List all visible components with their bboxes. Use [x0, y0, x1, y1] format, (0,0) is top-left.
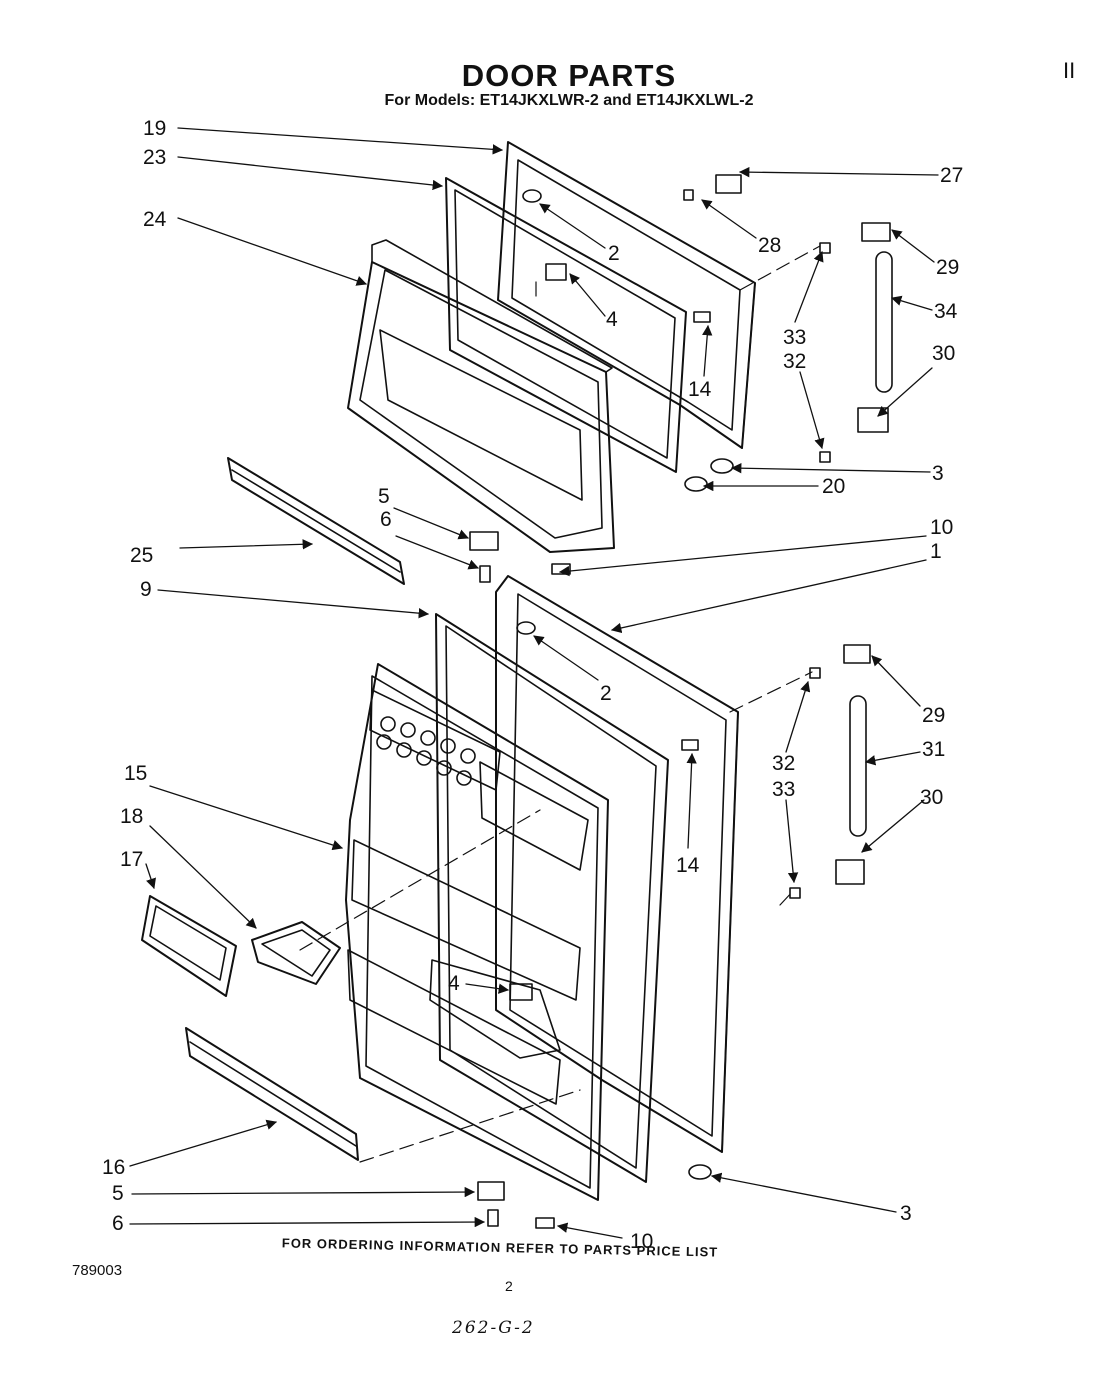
- callout-28: 28: [758, 234, 781, 257]
- callout-34: 34: [934, 300, 958, 323]
- callout-23: 23: [143, 146, 166, 169]
- callout-32: 32: [783, 350, 806, 373]
- callout-15: 15: [124, 762, 147, 785]
- callout-27: 27: [940, 164, 963, 187]
- callout-10b: 10: [630, 1230, 653, 1253]
- callout-30: 30: [932, 342, 955, 365]
- callout-9: 9: [140, 578, 152, 601]
- callout-14b: 14: [676, 854, 700, 877]
- callout-2b: 2: [600, 682, 612, 705]
- callout-17: 17: [120, 848, 143, 871]
- freezer-trim-strip: [227, 457, 405, 585]
- callout-33: 33: [783, 326, 806, 349]
- freezer-door-gasket: [445, 177, 687, 473]
- callout-16: 16: [102, 1156, 125, 1179]
- callout-5b: 5: [112, 1182, 124, 1205]
- fresh-food-door-liner: [345, 663, 609, 1201]
- callout-6: 6: [380, 508, 392, 531]
- callout-19: 19: [143, 117, 166, 140]
- freezer-hardware: [469, 174, 893, 583]
- callout-5: 5: [378, 485, 390, 508]
- callout-29: 29: [936, 256, 959, 279]
- callout-29b: 29: [922, 704, 945, 727]
- callout-2: 2: [608, 242, 620, 265]
- callout-33b: 33: [772, 778, 795, 801]
- callout-18: 18: [120, 805, 143, 828]
- dairy-cover-18: [251, 921, 341, 985]
- fresh-food-door-gasket: [435, 613, 669, 1183]
- leader-lines: [129, 127, 939, 1239]
- callout-24: 24: [143, 208, 167, 231]
- callout-3b: 3: [900, 1202, 912, 1225]
- callout-numbers: 19 23 24 2 4 27 28 29 34 33 32 14 30 3 2…: [102, 117, 963, 1253]
- corner-mark: II: [1063, 58, 1076, 83]
- callout-1: 1: [930, 540, 942, 563]
- callout-6b: 6: [112, 1212, 124, 1235]
- drawing-number: 789003: [72, 1262, 123, 1279]
- alignment-lines: [299, 245, 821, 1163]
- shelf-retainer-17: [141, 895, 237, 997]
- callout-3: 3: [932, 462, 944, 485]
- fresh-food-door-panel: [495, 575, 739, 1153]
- callout-25: 25: [130, 544, 153, 567]
- freezer-door-liner: [347, 239, 615, 553]
- callout-30b: 30: [920, 786, 943, 809]
- handwritten-note: 262-G-2: [452, 1318, 535, 1338]
- callout-32b: 32: [772, 752, 795, 775]
- callout-14: 14: [688, 378, 712, 401]
- lower-trim-strip: [185, 1027, 359, 1161]
- page-number: 2: [505, 1278, 513, 1294]
- fresh-food-hardware: [477, 621, 871, 1229]
- callout-4b: 4: [448, 972, 460, 995]
- callout-31: 31: [922, 738, 945, 761]
- callout-20: 20: [822, 475, 845, 498]
- callout-4: 4: [606, 308, 618, 331]
- callout-10: 10: [930, 516, 953, 539]
- model-subtitle: For Models: ET14JKXLWR-2 and ET14JKXLWL-…: [384, 92, 754, 109]
- freezer-door-panel: [497, 141, 756, 449]
- page-title: DOOR PARTS: [461, 58, 677, 93]
